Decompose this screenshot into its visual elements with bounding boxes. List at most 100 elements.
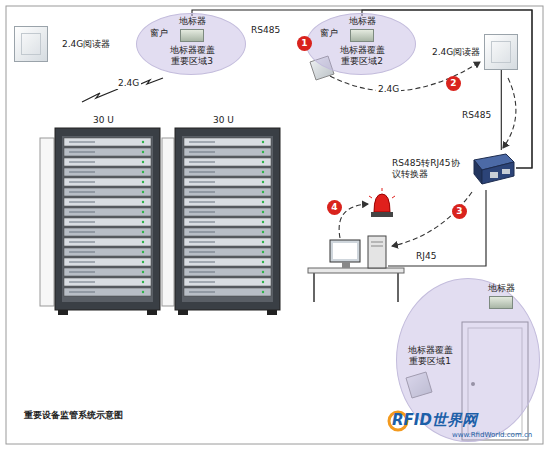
text-label: 2.4G (376, 84, 401, 95)
node-label: 2.4G阅读器 (432, 47, 480, 58)
text-label: 2.4G (116, 78, 141, 89)
unit-led (262, 181, 264, 183)
reader-panel-face (21, 33, 41, 55)
unit-slot (69, 202, 95, 203)
server-unit (184, 248, 271, 256)
node-label: 地标器 (488, 283, 515, 294)
unit-slot (189, 242, 215, 243)
converter-side (474, 160, 482, 184)
shape (374, 194, 390, 212)
text-label: 窗户 (320, 28, 338, 39)
shape (40, 138, 54, 306)
unit-led (142, 211, 144, 213)
unit-led (262, 251, 264, 253)
unit-led (142, 261, 144, 263)
unit-slot (189, 162, 215, 163)
callout-number: 2 (446, 76, 461, 91)
reader-node: 2.4G阅读器 (14, 26, 110, 62)
server-unit (184, 228, 271, 236)
reader-panel-face (491, 41, 511, 63)
unit-slot (189, 232, 215, 233)
rs485-port (502, 169, 510, 174)
unit-slot (69, 272, 95, 273)
unit-led (142, 251, 144, 253)
unit-led (142, 181, 144, 183)
reader-panel (14, 26, 48, 62)
frame (6, 6, 543, 444)
unit-led (142, 221, 144, 223)
shape (182, 136, 273, 302)
unit-slot (69, 222, 95, 223)
node-label: 2.4G阅读器 (62, 39, 110, 50)
shape (333, 243, 357, 259)
shape (392, 196, 395, 198)
server-unit (64, 168, 151, 176)
server-unit (64, 178, 151, 186)
server-unit (184, 198, 271, 206)
shape (339, 204, 368, 238)
unit-slot (189, 182, 215, 183)
rj45-cable (388, 190, 486, 266)
shape (82, 89, 118, 102)
unit-led (142, 271, 144, 273)
server-unit (64, 238, 151, 246)
watermark-url: www.RfidWorld.com.cn (452, 431, 532, 440)
shape (371, 242, 383, 243)
unit-led (142, 141, 144, 143)
shape (371, 212, 393, 217)
unit-slot (189, 202, 215, 203)
server-unit (64, 218, 151, 226)
unit-slot (189, 172, 215, 173)
unit-led (142, 171, 144, 173)
server-unit (184, 168, 271, 176)
unit-led (142, 291, 144, 293)
server-unit (184, 268, 271, 276)
wireless-symbols (82, 78, 163, 102)
shape (313, 273, 315, 302)
converter-device (470, 150, 516, 186)
shape (58, 310, 68, 315)
edge-label: RS485 (249, 25, 282, 36)
signal-flow (330, 62, 516, 246)
unit-slot (189, 222, 215, 223)
locator-node: 地标器 (486, 283, 516, 309)
shape (162, 138, 174, 306)
alarm-lamp (369, 188, 395, 217)
unit-led (262, 241, 264, 243)
unit-slot (69, 162, 95, 163)
text-label: 窗户 (150, 28, 168, 39)
unit-led (262, 201, 264, 203)
unit-slot (189, 282, 215, 283)
server-unit (184, 278, 271, 286)
unit-led (142, 231, 144, 233)
server-unit (184, 238, 271, 246)
server-racks (40, 128, 280, 315)
unit-slot (69, 242, 95, 243)
server-unit (184, 188, 271, 196)
server-unit (184, 258, 271, 266)
reader-node: 2.4G阅读器 (432, 34, 518, 70)
connector (501, 70, 502, 150)
unit-led (262, 151, 264, 153)
shape (147, 310, 157, 315)
unit-led (262, 171, 264, 173)
unit-slot (189, 152, 215, 153)
text-label: RJ45 (416, 251, 436, 262)
node-label: RS485转RJ45协 议转换器 (392, 158, 466, 180)
locator-node: 地标器 (347, 16, 377, 42)
server-unit (184, 148, 271, 156)
shape (371, 246, 383, 247)
diagram-title: 重要设备监管系统示意图 (24, 410, 123, 421)
server-unit (64, 208, 151, 216)
server-unit (64, 228, 151, 236)
unit-slot (69, 252, 95, 253)
unit-slot (69, 282, 95, 283)
unit-slot (69, 192, 95, 193)
callout-number: 1 (297, 36, 312, 51)
server-unit (64, 268, 151, 276)
converter-node: RS485转RJ45协 议转换器 (392, 150, 516, 186)
shape (178, 310, 188, 315)
locator-device (180, 29, 204, 42)
unit-led (142, 201, 144, 203)
shape (175, 128, 280, 310)
